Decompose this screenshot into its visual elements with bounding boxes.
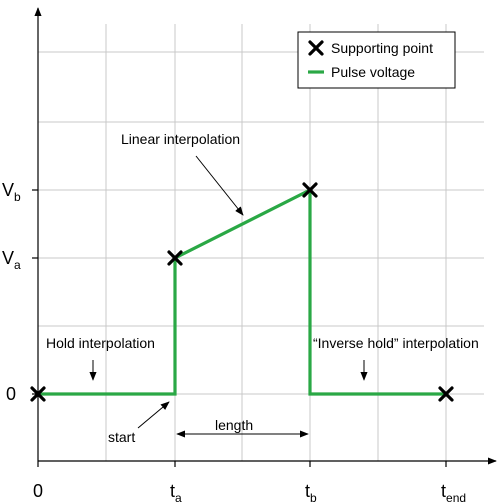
- annotation-linear-interpolation: Linear interpolation: [121, 131, 240, 147]
- legend-label-supporting-point: Supporting point: [331, 40, 433, 56]
- supporting-points: [30, 182, 454, 402]
- x-tick-label-ta: ta: [170, 481, 182, 504]
- axes: [34, 7, 497, 465]
- x-tick-label-tb: tb: [305, 481, 317, 504]
- supporting-point-marker: [302, 182, 318, 198]
- annotation-start: start: [108, 429, 135, 445]
- supporting-point-marker: [438, 386, 454, 402]
- legend-label-pulse-voltage: Pulse voltage: [331, 64, 415, 80]
- y-tick-label-Va: Va: [2, 248, 21, 272]
- y-tick-label-v0: 0: [6, 384, 16, 404]
- annotation-hold-interpolation: Hold interpolation: [46, 335, 155, 351]
- arrow-linear-interpolation: [195, 155, 244, 216]
- series: [38, 187, 446, 396]
- annotation-inverse-hold-interpolation: “Inverse hold” interpolation: [313, 335, 479, 351]
- arrow-start: [137, 401, 170, 429]
- x-tick-label-t0: 0: [33, 481, 43, 501]
- legend-symbol-supporting-point: [308, 40, 324, 56]
- y-tick-label-Vb: Vb: [2, 180, 21, 204]
- series-line-pulse-voltage: [38, 187, 446, 396]
- legend-box: [297, 31, 456, 89]
- supporting-point-marker: [167, 250, 183, 266]
- annotation-length: length: [215, 417, 253, 433]
- x-tick-label-tend: tend: [441, 481, 466, 504]
- tick-labels: 0 ta tb tend 0 Va Vb: [2, 180, 466, 504]
- supporting-point-marker: [30, 386, 46, 402]
